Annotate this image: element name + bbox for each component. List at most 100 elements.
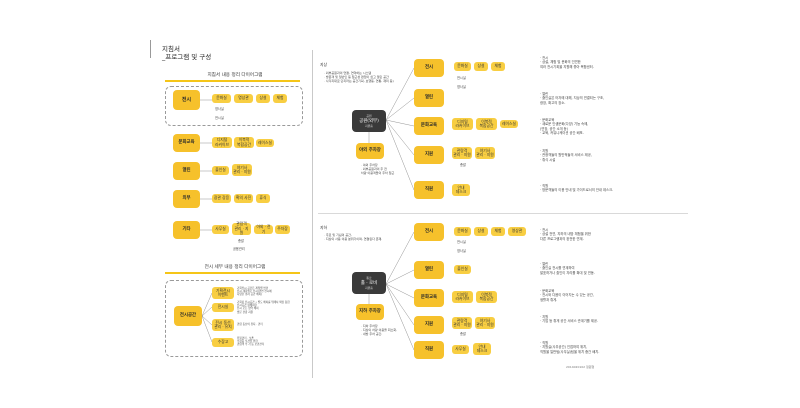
top-center-tag: 공원 bbox=[366, 114, 372, 118]
diagram1-child: 이북적 복합공간 bbox=[234, 137, 254, 148]
bottom-program-sub: 총괄 bbox=[460, 332, 466, 336]
bottom-program-note: · 전시 · 상설 전연, 지하의 내방 체험을 위한 다른 프로그램과의 완전… bbox=[540, 228, 591, 241]
bottom-program-culture: 문화교육 bbox=[414, 289, 444, 307]
diagram1-child: 광관 강응 bbox=[212, 194, 231, 203]
footer-credit: 2014020102 정원형 bbox=[566, 365, 595, 369]
diagram1-child: 휴식 bbox=[256, 194, 270, 203]
bottom-program-child: 관람객 관리 · 지원 bbox=[452, 317, 472, 329]
top-program-support: 지원 bbox=[414, 146, 444, 164]
top-program-staff: 직원 bbox=[414, 181, 444, 199]
bottom-program-child: 체험 bbox=[491, 227, 505, 236]
diagram1-sub: 공용관리 bbox=[233, 247, 245, 251]
top-program-child: 레이스실 bbox=[500, 120, 518, 128]
diagram2-rule bbox=[165, 272, 300, 274]
diagram1-child: 관람객 관리 · 지원 bbox=[232, 222, 251, 235]
top-program-note: · 전시 · 상설, 체험 및 문화의 인연한 여러 전시기획을 지원해 좋아 … bbox=[540, 56, 594, 69]
top-program-child: 체험 bbox=[491, 62, 505, 71]
top-intro: · 외부공원과의 연결, 연약하는 시스템 · 방문객 및 일반인 등 접근성 … bbox=[324, 71, 394, 83]
bottom-center-sub: 지원층 bbox=[365, 286, 373, 290]
top-outdoor-parking: 야외 주차장 bbox=[356, 143, 384, 159]
top-program-culture: 문화교육 bbox=[414, 117, 444, 135]
diagram1-rule bbox=[165, 80, 300, 82]
bottom-program-child: 안내 데스크 bbox=[473, 343, 491, 355]
diagram1-child: 출인실 bbox=[212, 166, 229, 175]
bottom-program-note: · 직원 · 지원실(사무공간) 인접하여 위치, 직원을 일반팀(사무실)팀을… bbox=[540, 341, 600, 354]
diagram1-child: 야기사 관리 · 지원 bbox=[232, 164, 252, 176]
bottom-center-tag: 통로 bbox=[366, 276, 372, 280]
diagram1-child: 디지털 라커이브 bbox=[212, 137, 232, 148]
diagram2-note: 기획전시 공간은 계절별 변경 전시 계획실로 전시(관련 전시에 다양한 행사… bbox=[237, 287, 272, 297]
diagram1-node-open: 열린 bbox=[173, 162, 200, 180]
diagram1-sub: 영사실 bbox=[215, 107, 224, 111]
bottom-program-sub: 전시실 bbox=[457, 240, 466, 244]
bottom-program-sub: 영사실 bbox=[457, 249, 466, 253]
diagram1-child: 확의 사진 bbox=[234, 194, 253, 203]
diagram1-node-etc: 기타 bbox=[173, 221, 200, 239]
diagram1-child: 레이스실 bbox=[256, 139, 274, 147]
bottom-program-child: 영상관 bbox=[508, 227, 526, 236]
top-program-note: · 직원 · 방문객들의 이용 안내 및 가이드로서의 안내 데스크. bbox=[540, 184, 614, 193]
top-heading: 지상 bbox=[320, 62, 327, 67]
diagram2-note: 유물관리 · 보존 수장품 보관을 위한 관람객 수 가 동 보관관리 bbox=[237, 337, 265, 347]
bottom-program-child: 이북적 복합공간 bbox=[476, 291, 497, 303]
bottom-program-note: · 열린 · 출인실 전시를 연계하여 발표하거나 출인이 자리를 확대 및 연… bbox=[540, 262, 595, 275]
top-program-note: · 열린 · 출인실은 어자에 대해, 지상의 연결되는 구조, 광장, 확고의… bbox=[540, 92, 605, 105]
bottom-program-staff: 직원 bbox=[414, 341, 444, 359]
top-center-title: 공원(외부) bbox=[359, 119, 379, 124]
column-separator bbox=[312, 50, 313, 378]
top-program-sub: 영사실 bbox=[457, 85, 466, 89]
diagram1-node-exhibit: 전시 bbox=[173, 90, 200, 110]
diagram2-child: 수장고 bbox=[212, 338, 234, 347]
page-title-line1: 지침서 bbox=[162, 45, 180, 53]
top-program-exhibit: 전시 bbox=[414, 59, 444, 77]
bottom-program-exhibit: 전시 bbox=[414, 223, 444, 241]
top-center-sub: 지원층 bbox=[365, 124, 373, 128]
diagram1-sub: 총괄 bbox=[238, 239, 244, 243]
diagram1-exhibit-group bbox=[165, 86, 303, 126]
top-program-open: 열린 bbox=[414, 89, 444, 107]
top-program-child: 상설 bbox=[474, 62, 488, 71]
bottom-parking-note: · 지하 주차장 · 지상의 차량 이용을 최소화, · 내방 주차 공간. bbox=[361, 324, 398, 336]
bottom-center-node: 통로 홀 · 로비 지원층 bbox=[352, 272, 386, 294]
diagram1-child: 상설 bbox=[256, 94, 270, 103]
top-program-child: 안내 데스크 bbox=[452, 184, 470, 196]
diagram1-title: 지침서 내용 정리 다이어그램 bbox=[207, 73, 263, 78]
diagram1-child: 주차장 bbox=[275, 225, 290, 234]
diagram2-title: 전시 세부 내용 정리 다이어그램 bbox=[204, 265, 266, 270]
bottom-program-open: 열린 bbox=[414, 261, 444, 279]
bottom-program-child: 디지털 라커이브 bbox=[452, 291, 473, 303]
diagram2-child: 전시 동선 관리 · 유지 bbox=[212, 319, 234, 331]
page-title-line2: _프로그램 및 구성 bbox=[162, 53, 212, 61]
top-program-child: 문화실 bbox=[454, 62, 471, 71]
bottom-program-child: 문화실 bbox=[454, 227, 471, 236]
top-program-child: 이북적 복합공간 bbox=[476, 118, 497, 130]
title-rule bbox=[150, 40, 151, 58]
top-program-child: 야기사 관리 · 지원 bbox=[475, 147, 495, 159]
bottom-program-note: · 문화교육 · 전시와 다음이 이어지는 수 있는 공간, 생활과 휴게. bbox=[540, 289, 594, 302]
top-program-child: 관람객 관리 · 지원 bbox=[452, 147, 472, 159]
diagram1-child: 문화실 bbox=[212, 94, 231, 103]
bottom-program-note: · 지원 · 기업 등 휴게 공간 서비스 관계기를 제공. bbox=[540, 315, 598, 324]
diagram1-node-culture: 문화교육 bbox=[173, 134, 200, 152]
bottom-center-title: 홀 · 로비 bbox=[360, 281, 378, 286]
top-program-child: 디지털 라커이브 bbox=[452, 118, 473, 130]
bottom-program-support: 지원 bbox=[414, 316, 444, 334]
top-program-sub: 총괄 bbox=[460, 163, 466, 167]
bottom-underground-parking: 지하 주차장 bbox=[356, 304, 384, 320]
bottom-program-child: 야기사 관리 · 지원 bbox=[475, 317, 495, 329]
diagram2-note: 관람 동선의 유지 · 관리 bbox=[237, 323, 263, 326]
top-center-node: 공원 공원(외부) 지원층 bbox=[352, 110, 386, 132]
diagram1-sub: 전시실 bbox=[215, 116, 224, 120]
section-separator bbox=[318, 213, 688, 214]
diagram2-node-exhibit-space: 전시공간 bbox=[174, 306, 202, 326]
diagram2-child: 기획전시 이벤트 bbox=[212, 287, 234, 299]
diagram1-child: 아외 · 전기 bbox=[254, 224, 273, 234]
diagram1-node-outside: 외부 bbox=[173, 190, 200, 208]
diagram1-child: 사무실 bbox=[212, 225, 229, 234]
top-program-sub: 전시실 bbox=[457, 76, 466, 80]
diagram2-group bbox=[165, 280, 303, 357]
bottom-program-child: 상설 bbox=[474, 227, 488, 236]
diagram2-note: 기획된 전시공간 • 별도 배치를 위해서 확장 통합 전시공간 원배치한 전시… bbox=[237, 301, 290, 314]
page-title: 지침서 _프로그램 및 구성 bbox=[162, 45, 211, 61]
